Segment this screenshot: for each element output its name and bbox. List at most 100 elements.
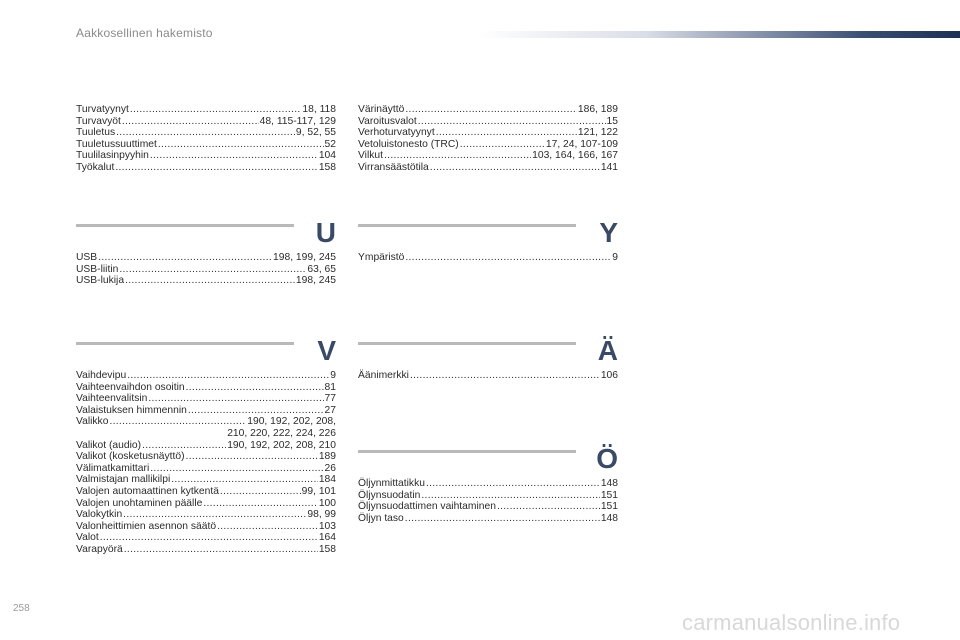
index-term: Öljynsuodatin [358, 489, 421, 501]
index-entry: Valokytkin..............................… [76, 509, 336, 521]
index-pages: 151 [600, 501, 618, 513]
index-term: Vetoluistonesto (TRC) [358, 138, 459, 150]
index-term: Valikot (audio) [76, 439, 142, 451]
index-pages: 103, 164, 166, 167 [532, 150, 618, 162]
index-pages: 148 [600, 478, 618, 489]
index-entry: Öljynsuodatin...........................… [358, 490, 618, 502]
index-list-o-umlaut: Öljynmittatikku.........................… [358, 478, 618, 524]
index-pages: 158 [318, 543, 336, 555]
section-header-u: U [76, 218, 336, 258]
index-pages: 190, 192, 202, 208, 210 [227, 439, 336, 451]
index-entry: Valojen automaattinen kytkentä..........… [76, 486, 336, 498]
dot-leader: ........................................… [421, 489, 599, 501]
index-term: Valokytkin [76, 509, 123, 521]
section-divider [358, 224, 576, 227]
dot-leader: ........................................… [157, 138, 324, 150]
index-entry: Vilkut..................................… [358, 150, 618, 162]
dot-leader: ........................................… [435, 127, 577, 139]
index-entry: Värinäyttö..............................… [358, 104, 618, 116]
index-term: Valaistuksen himmennin [76, 404, 187, 416]
index-pages: 48, 115-117, 129 [259, 115, 336, 127]
dot-leader: ........................................… [171, 474, 318, 486]
index-entry: USB-lukija..............................… [76, 275, 336, 287]
index-entry: Öljyn taso..............................… [358, 513, 618, 525]
dot-leader: ........................................… [203, 497, 318, 509]
index-entry: Valikko.................................… [76, 416, 336, 428]
index-entry: Öljynmittatikku.........................… [358, 478, 618, 490]
index-term: Tuulilasinpyyhin [76, 150, 149, 162]
index-entry: Verhoturvatyynyt........................… [358, 127, 618, 139]
index-term: Valojen automaattinen kytkentä [76, 485, 219, 497]
index-entry: Äänimerkki..............................… [358, 370, 618, 382]
index-term: USB-liitin [76, 263, 119, 275]
index-pages: 190, 192, 202, 208, [247, 416, 336, 428]
index-term: Vaihteenvaihdon osoitin [76, 381, 185, 393]
index-entry: Virransäästötila........................… [358, 162, 618, 174]
dot-leader: ........................................… [129, 104, 302, 115]
index-entry: Valot...................................… [76, 532, 336, 544]
index-term: Tuuletus [76, 127, 116, 139]
index-term: Tuuletussuuttimet [76, 138, 157, 150]
section-divider [358, 342, 576, 345]
dot-leader: ........................................… [115, 161, 318, 173]
index-entry: Välimatkamittari........................… [76, 463, 336, 475]
section-divider [358, 450, 576, 453]
index-term: Ympäristö [358, 252, 405, 263]
index-entry: Vaihdevipu..............................… [76, 370, 336, 382]
dot-leader: ........................................… [429, 161, 600, 173]
index-entry: Öljynsuodattimen vaihtaminen............… [358, 501, 618, 513]
dot-leader: ........................................… [125, 275, 295, 287]
index-entry: Valikot (kosketusnäyttö)................… [76, 451, 336, 463]
index-entry: Työkalut................................… [76, 162, 336, 174]
section-header-a-umlaut: Ä [358, 336, 618, 376]
dot-leader: ........................................… [384, 150, 532, 162]
index-term: Vaihdevipu [76, 370, 127, 381]
index-entry: Vaihteenvalitsin........................… [76, 393, 336, 405]
index-pages: 9 [330, 370, 336, 381]
index-pages: 148 [600, 512, 618, 524]
index-entry: Ympäristö...............................… [358, 252, 618, 264]
index-term: Valmistajan mallikilpi [76, 474, 171, 486]
index-term: Turvavyöt [76, 115, 121, 127]
index-entry: Turvavyöt...............................… [76, 116, 336, 128]
index-term: Valikko [76, 416, 109, 428]
index-term: Välimatkamittari [76, 462, 150, 474]
dot-leader: ........................................… [217, 520, 318, 532]
index-entry: Varapyörä...............................… [76, 544, 336, 556]
index-entry: USB.....................................… [76, 252, 336, 264]
dot-leader: ........................................… [123, 509, 307, 521]
index-entry: Valojen unohtaminen päälle..............… [76, 498, 336, 510]
dot-leader: ........................................… [150, 462, 323, 474]
index-entry: Valikot (audio).........................… [76, 440, 336, 452]
index-pages: 26 [324, 462, 336, 474]
index-pages: 158 [318, 161, 336, 173]
dot-leader: ........................................… [405, 104, 577, 115]
index-list-v: Vaihdevipu..............................… [76, 370, 336, 556]
dot-leader: ........................................… [417, 115, 606, 127]
dot-leader: ........................................… [109, 416, 246, 428]
index-entry: Valmistajan mallikilpi..................… [76, 474, 336, 486]
section-header-y: Y [358, 218, 618, 258]
index-term: Valot [76, 532, 99, 544]
index-entry: USB-liitin..............................… [76, 264, 336, 276]
index-term: Öljynsuodattimen vaihtaminen [358, 501, 496, 513]
index-pages: 100 [318, 497, 336, 509]
index-list-a-umlaut: Äänimerkki..............................… [358, 370, 618, 382]
index-list-u: USB.....................................… [76, 252, 336, 287]
index-entry: Tuulilasinpyyhin........................… [76, 150, 336, 162]
page-header-title: Aakkosellinen hakemisto [76, 26, 213, 40]
index-term: Työkalut [76, 161, 115, 173]
dot-leader: ........................................… [409, 370, 600, 381]
section-letter-u: U [315, 217, 336, 248]
index-pages: 27 [324, 404, 336, 416]
index-pages-continuation: 210, 220, 222, 224, 226 [227, 427, 336, 439]
dot-leader: ........................................… [496, 501, 600, 513]
dot-leader: ........................................… [148, 393, 324, 405]
index-term: Äänimerkki [358, 370, 409, 381]
index-pages: 77 [324, 393, 336, 405]
dot-leader: ........................................… [116, 127, 295, 139]
section-divider [76, 342, 294, 345]
index-term: Verhoturvatyynyt [358, 127, 435, 139]
index-pages: 184 [318, 474, 336, 486]
dot-leader: ........................................… [149, 150, 318, 162]
